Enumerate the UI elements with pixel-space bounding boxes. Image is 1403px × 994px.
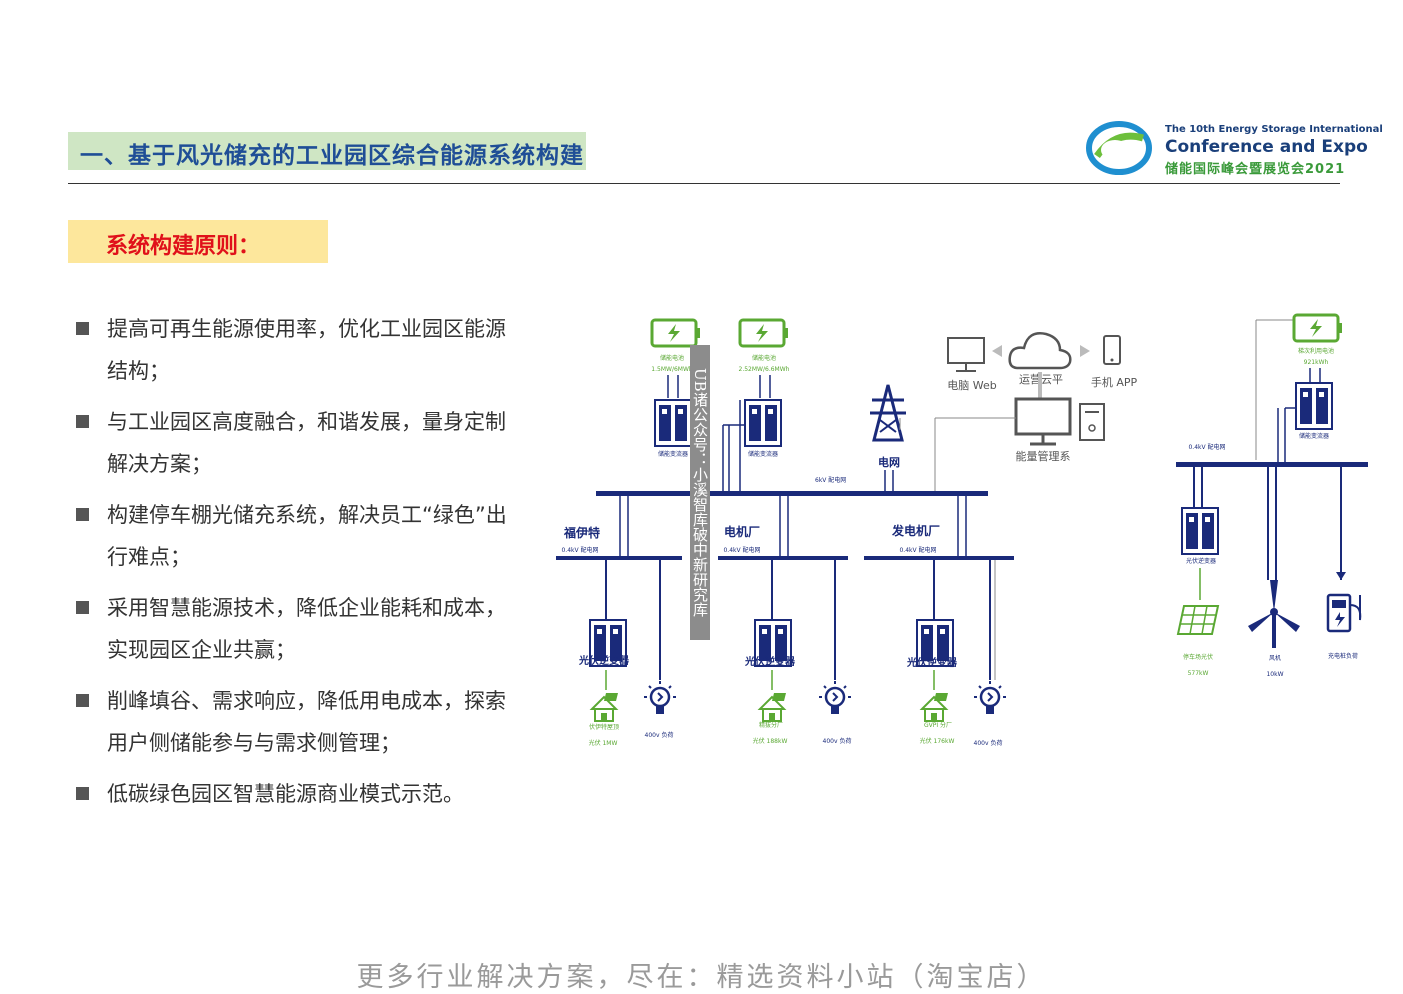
ems-monitor-icon [1014,397,1105,446]
battery-icon [1292,313,1344,343]
app-label: 手机 APP [1091,375,1138,389]
bullet-text: 构建停车棚光储充系统，解决员工“绿色”出行难点； [107,503,507,569]
pv3-name: GVPI 分厂 [924,721,952,729]
bus-04-3-label: 0.4kV 配电网 [899,546,936,554]
bullet-square-icon [76,601,89,614]
charging-station-icon [1326,593,1362,633]
bus-6kv [596,491,988,496]
pc-web-label: 电脑 Web [947,379,996,392]
watermark-text: UB诸公众号：小溪智库破中新研究库 [691,368,709,617]
bullet-square-icon [76,787,89,800]
pv1-capacity: 光伏 1MW [589,739,618,747]
r-pcs-label: 储能变流器 [1299,432,1329,440]
monitor-icon [947,337,985,372]
r-inverter-icon [1181,507,1219,555]
inverter2-label: 光伏逆变器 [744,655,796,668]
list-item: 提高可再生能源使用率，优化工业园区能源结构； [76,308,516,392]
sub1-label: 福伊特 [563,525,600,540]
bullet-square-icon [76,508,89,521]
principles-list: 提高可再生能源使用率，优化工业园区能源结构； 与工业园区高度融合，和谐发展，量身… [76,308,516,824]
cloud-icon [1008,332,1072,370]
section-title: 一、基于风光储充的工业园区综合能源系统构建 [80,143,584,169]
grid-label: 电网 [878,455,900,469]
load-bulb-icon [972,679,1008,716]
bullet-square-icon [76,694,89,707]
pcs1-cabinet-icon [654,399,692,447]
storage1-capacity: 1.5MW/6MWh [651,366,693,373]
battery-icon [650,318,702,348]
logo-line1: The 10th Energy Storage International [1165,124,1383,135]
r-pcs-icon [1295,382,1333,430]
load-bulb-icon [642,679,678,716]
load2-label: 400v 负荷 [823,737,852,745]
r-wind-capacity: 10kW [1266,671,1283,678]
r-pv-name: 停车场光伏 [1183,653,1213,661]
list-item: 采用智慧能源技术，降低企业能耗和成本，实现园区企业共赢； [76,587,516,671]
r-charger-label: 充电桩负荷 [1328,652,1358,660]
r-storage-capacity: 921kWh [1304,359,1329,366]
load-bulb-icon [817,679,853,716]
list-item: 构建停车棚光储充系统，解决员工“绿色”出行难点； [76,494,516,578]
bullet-text: 提高可再生能源使用率，优化工业园区能源结构； [107,317,506,383]
pv1-name: 伏伊特屋顶 [589,723,619,731]
power-tower-icon [870,384,906,442]
bus-04kv-1 [556,556,682,560]
pv2-capacity: 光伏 188kW [753,737,788,745]
sub2-label: 电机厂 [724,524,760,539]
header-divider [68,183,1340,184]
pcs2-label: 储能变流器 [748,450,778,458]
pv-house-icon [759,692,787,722]
subheading-box [68,220,328,263]
logo-line3: 储能国际峰会暨展览会2021 [1165,162,1346,177]
phone-icon [1103,335,1121,365]
inverter1-label: 光伏逆变器 [578,654,630,667]
bus-04-2-label: 0.4kV 配电网 [723,546,760,554]
list-item: 低碳绿色园区智慧能源商业模式示范。 [76,773,516,815]
bullet-square-icon [76,415,89,428]
r-inverter-label: 光伏逆变器 [1186,557,1216,565]
pcs2-cabinet-icon [744,399,782,447]
sub3-label: 发电机厂 [891,523,940,538]
bullet-text: 低碳绿色园区智慧能源商业模式示范。 [107,782,464,806]
pv2-name: 精拔分厂 [759,721,783,729]
bus-04kv-2 [718,556,848,560]
section-title-bar [68,132,586,170]
storage2-capacity: 2.52MW/6.6MWh [739,366,790,373]
bus-04kv-right [1176,462,1368,467]
solar-panel-icon [1176,605,1220,635]
storage1-name: 储能电池 [660,354,684,362]
list-item: 与工业园区高度融合，和谐发展，量身定制解决方案； [76,401,516,485]
wind-turbine-icon [1248,580,1300,648]
inverter3-label: 光伏逆变器 [906,656,958,669]
list-item: 削峰填谷、需求响应，降低用电成本，探索用户侧储能参与与需求侧管理； [76,680,516,764]
bullet-text: 削峰填谷、需求响应，降低用电成本，探索用户侧储能参与与需求侧管理； [107,689,506,755]
pv-house-icon [921,692,949,722]
energy-system-diagram: 储能电池 1.5MW/6MWh 储能电池 2.52MW/6.6MWh 储能变流器… [556,313,1368,747]
r-storage-name: 梯次利用电池 [1298,347,1334,355]
watermark-strip [690,345,710,640]
r-bus-label: 0.4kV 配电网 [1188,443,1225,451]
logo-ring-icon [1086,121,1152,175]
logo-line2: Conference and Expo [1165,137,1368,157]
pv-house-icon [591,692,619,722]
load3-label: 400v 负荷 [974,739,1003,747]
bullet-square-icon [76,322,89,335]
footer-note: 更多行业解决方案，尽在：精选资料小站（淘宝店） [356,962,1047,993]
bus-04kv-3 [864,556,1014,560]
bus-04-1-label: 0.4kV 配电网 [561,546,598,554]
bus-6kv-label: 6kV 配电网 [815,476,846,484]
load1-label: 400v 负荷 [645,731,674,739]
storage2-name: 储能电池 [752,354,776,362]
r-pv-capacity: 577kW [1188,670,1209,677]
ems-label: 能量管理系 [1016,449,1071,463]
battery-icon [738,318,790,348]
bullet-text: 与工业园区高度融合，和谐发展，量身定制解决方案； [107,410,506,476]
r-wind-name: 风机 [1269,654,1281,662]
pcs1-label: 储能变流器 [658,450,688,458]
subheading: 系统构建原则： [106,234,261,259]
conference-logo: The 10th Energy Storage International Co… [1085,118,1383,180]
bullet-text: 采用智慧能源技术，降低企业能耗和成本，实现园区企业共赢； [107,596,506,662]
pv3-capacity: 光伏 176kW [920,737,955,745]
